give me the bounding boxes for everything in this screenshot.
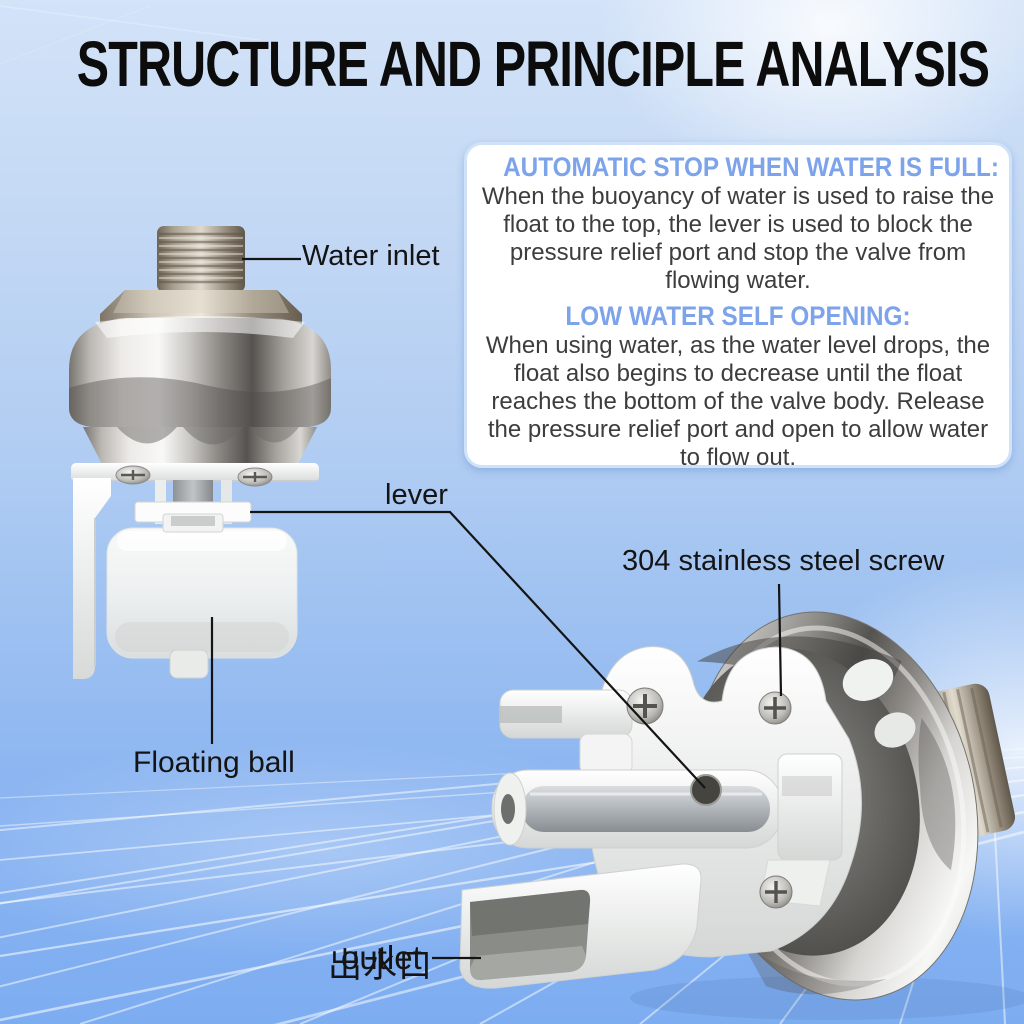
stainless-steel-screw-label: 304 stainless steel screw [622, 545, 945, 577]
valve-skirt [83, 427, 317, 470]
floating-ball [106, 527, 298, 659]
info-body-self-opening: When using water, as the water level dro… [485, 332, 991, 471]
plastic-peg [874, 712, 916, 748]
steel-screw [758, 691, 792, 725]
water-inlet-threads [157, 226, 245, 292]
outlet-label-group: 出水口 outlet [328, 934, 488, 985]
float-valve-photo-face [459, 611, 1024, 1020]
steel-screw [626, 687, 664, 725]
lever-label: lever [385, 479, 448, 511]
plastic-peg [842, 659, 894, 701]
outlet-label-chinese: 出水口 [328, 947, 433, 985]
water-inlet-label: Water inlet [302, 240, 440, 272]
lever-fork-arm [499, 689, 633, 775]
info-heading-auto-stop: AUTOMATIC STOP WHEN WATER IS FULL: [503, 152, 999, 182]
float-stem [169, 649, 209, 679]
float-valve-photo-vertical [69, 226, 331, 679]
steel-screw [759, 875, 793, 909]
pressure-relief-port [690, 774, 722, 806]
page-title: STRUCTURE AND PRINCIPLE ANALYSIS [76, 29, 990, 101]
floating-ball-label: Floating ball [133, 746, 295, 779]
valve-bracket [73, 478, 111, 679]
info-box: AUTOMATIC STOP WHEN WATER IS FULL: When … [464, 142, 1012, 471]
outlet-spout [459, 863, 702, 989]
valve-stem-tube [491, 769, 783, 849]
lever-clamp [134, 501, 252, 533]
valve-flange [71, 463, 319, 487]
valve-shadow [630, 976, 1024, 1020]
info-body-auto-stop: When the buoyancy of water is used to ra… [481, 183, 995, 294]
outlet-label-english: outlet [341, 939, 422, 976]
valve-dome [69, 316, 331, 427]
info-heading-self-opening: LOW WATER SELF OPENING: [565, 301, 911, 331]
